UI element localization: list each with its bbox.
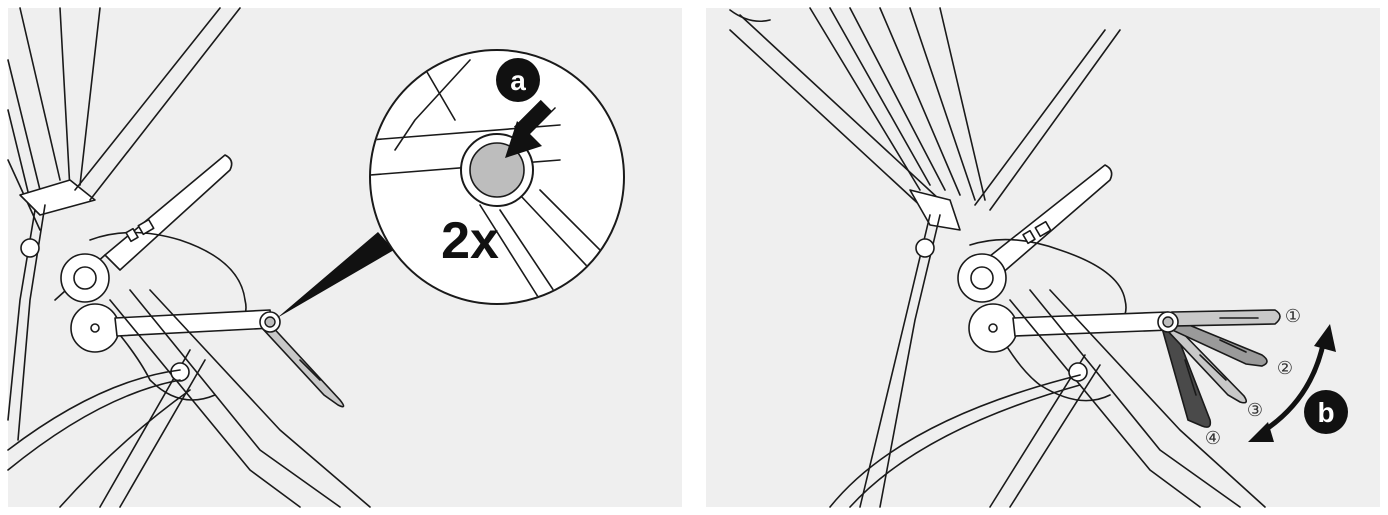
position-label-2: ② [1277,358,1293,379]
handle-position-3 [1163,320,1248,404]
position-label-4: ④ [1205,428,1221,449]
right-panel-background [706,8,1380,507]
motion-label-b-text: b [1317,397,1334,428]
left-panel: a 2x [7,7,682,508]
zoom-callout-pointer [277,232,394,318]
handle-position-4 [1161,320,1212,428]
recline-motion-arrow-icon [1248,324,1336,442]
callout-label-a: a [496,58,540,102]
left-recline-handle [259,311,345,408]
release-button [469,142,525,198]
right-canopy-lines [729,7,986,201]
left-frame [7,7,371,508]
right-frame [729,14,1266,508]
press-count-text: 2x [441,212,499,270]
motion-label-b: b [1304,390,1348,434]
right-panel: ① ② ③ ④ b [706,7,1380,508]
right-recline-handles [1157,309,1281,428]
zoom-detail [369,49,625,305]
position-labels: ① ② ③ ④ [1205,306,1301,449]
position-label-3: ③ [1247,400,1263,421]
handle-position-2 [1166,316,1268,367]
position-label-1: ① [1285,306,1301,327]
callout-label-a-text: a [510,65,526,96]
